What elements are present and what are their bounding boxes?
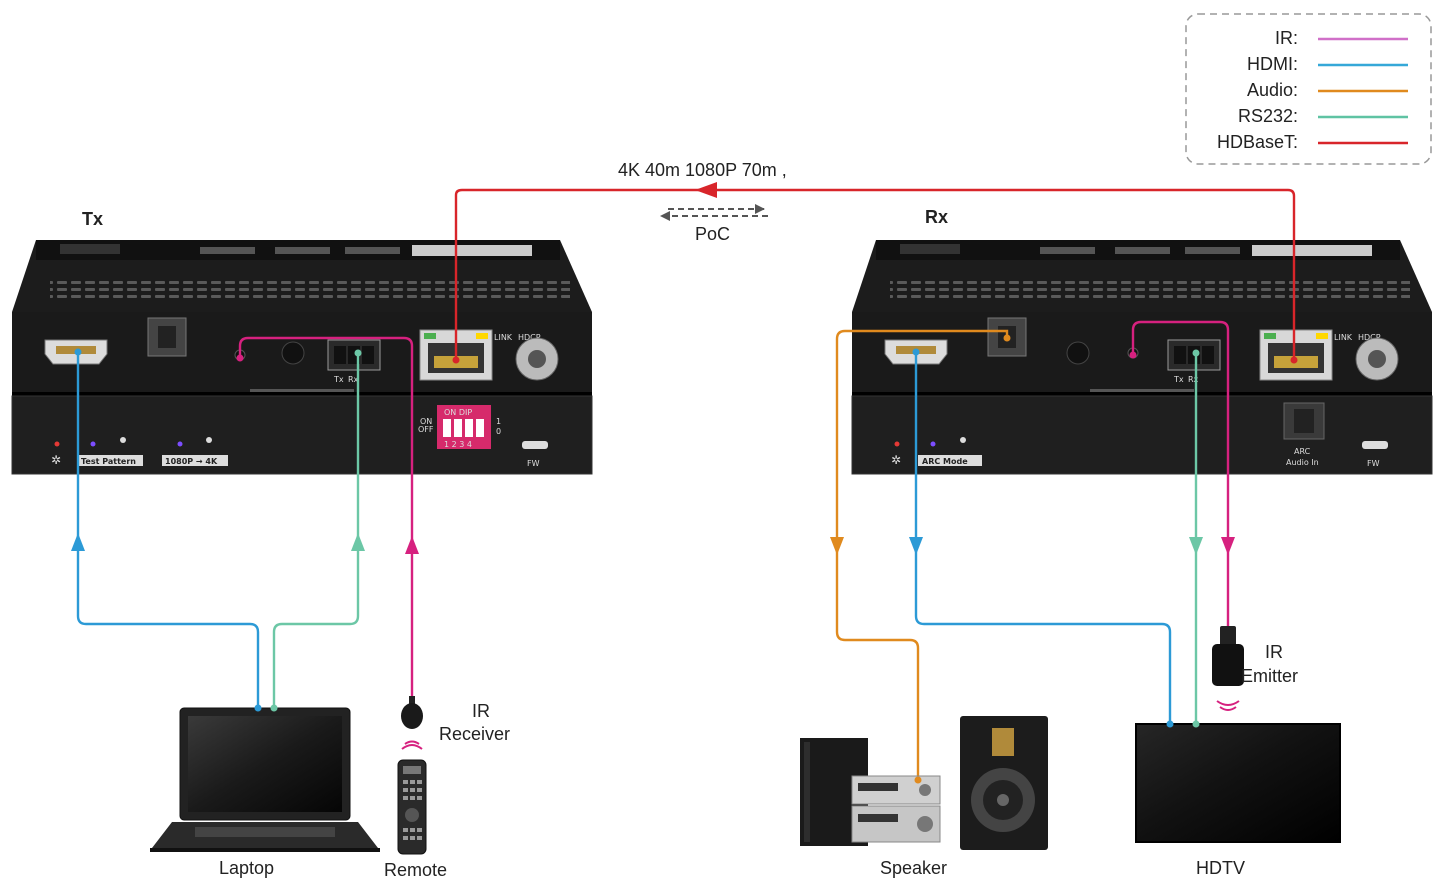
arc-label: ARC — [1294, 447, 1311, 456]
usb-port-icon — [522, 441, 548, 449]
arc-audio-in-label: Audio In — [1286, 458, 1319, 467]
distance-label: 4K 40m 1080P 70m , — [618, 160, 787, 180]
gear-icon: ✲ — [891, 453, 901, 467]
button-icon — [960, 437, 966, 443]
ir-out-jack-icon — [281, 341, 305, 365]
remote-label: Remote — [384, 860, 447, 880]
tx-link-label: LINK — [494, 333, 513, 342]
hdbaset-arrow-icon — [695, 182, 717, 198]
dip-switch-icon[interactable] — [437, 405, 491, 449]
power-connector-icon — [515, 337, 559, 381]
legend-box — [1185, 13, 1432, 165]
ir-receiver-label-1: IR — [472, 701, 490, 721]
hdtv-icon — [1135, 720, 1341, 843]
ir-jack-icon — [1066, 341, 1090, 365]
rx-link-label: LINK — [1334, 333, 1353, 342]
arc-mode-button[interactable] — [918, 455, 982, 466]
tx-ir-cable — [238, 336, 414, 700]
legend-label: IR: — [1275, 28, 1298, 48]
laptop-label: Laptop — [219, 858, 274, 878]
tx-port-rx-label: Rx — [348, 375, 359, 384]
arrow-up-icon — [405, 536, 419, 554]
tx-port-tx-label: Tx — [333, 375, 344, 384]
arc-optical-port-icon — [1283, 402, 1325, 440]
arrow-down-icon — [1189, 537, 1203, 555]
speaker-system-icon — [800, 716, 1048, 850]
gear-icon: ✲ — [51, 453, 61, 467]
ir-receiver-icon — [401, 696, 423, 729]
rx-port-rx-label: Rx — [1188, 375, 1199, 384]
poc-label: PoC — [695, 224, 730, 244]
status-led-icon — [177, 441, 183, 447]
dip-side-0-label: 0 — [496, 427, 501, 436]
ir-emitter-icon — [1212, 626, 1244, 686]
hdbaset-cable — [454, 188, 1296, 360]
tx-fw-label: FW — [527, 459, 540, 468]
scale-button[interactable] — [162, 455, 228, 466]
legend-label: HDMI: — [1247, 54, 1298, 74]
power-led-icon — [54, 441, 60, 447]
wireless-signal-icon — [401, 740, 423, 750]
hdbaset-rj45-port-icon — [419, 329, 493, 381]
tx-hdcp-label: HDCP — [518, 333, 541, 342]
tx-rs232-cable — [272, 353, 360, 708]
rx-fw-label: FW — [1367, 459, 1380, 468]
arrow-down-icon — [909, 537, 923, 555]
button-icon — [206, 437, 212, 443]
cables — [71, 182, 1296, 780]
arrow-down-icon — [830, 537, 844, 555]
rx-hdcp-label: HDCP — [1358, 333, 1381, 342]
rx-extender: Tx Rx LINK HDCP ✲ ARC Mode ARC Audio In … — [851, 240, 1433, 475]
dip-numbers-label: 1 2 3 4 — [444, 440, 472, 449]
legend: IR: HDMI: Audio: RS232: HDBaseT: — [1185, 13, 1432, 165]
test-pattern-label: Test Pattern — [81, 457, 136, 466]
wireless-signal-icon — [1216, 700, 1240, 711]
rx-hdmi-cable — [914, 352, 1172, 722]
optical-audio-port-icon — [147, 317, 187, 357]
speaker-label: Speaker — [880, 858, 947, 878]
tx-extender: Tx Rx LINK HDCP ✲ Test Pattern 1080P → 4… — [11, 240, 593, 475]
power-connector-icon — [1355, 337, 1399, 381]
legend-label: Audio: — [1247, 80, 1298, 100]
ir-receiver-label-2: Receiver — [439, 724, 510, 744]
dip-off-label: OFF — [418, 425, 434, 434]
rx-port-tx-label: Tx — [1173, 375, 1184, 384]
ir-emitter-label-1: IR — [1265, 642, 1283, 662]
scale-label: 1080P → 4K — [165, 457, 218, 466]
arrow-up-icon — [71, 533, 85, 551]
tx-title: Tx — [82, 209, 103, 229]
usb-port-icon — [1362, 441, 1388, 449]
rx-title: Rx — [925, 207, 948, 227]
remote-control-icon — [397, 759, 427, 855]
hdtv-label: HDTV — [1196, 858, 1245, 878]
status-led-icon — [90, 441, 96, 447]
rx-ir-cable — [1131, 320, 1230, 628]
legend-label: HDBaseT: — [1217, 132, 1298, 152]
dip-side-1-label: 1 — [496, 417, 501, 426]
power-led-icon — [894, 441, 900, 447]
legend-label: RS232: — [1238, 106, 1298, 126]
ir-emitter-label-2: Emitter — [1241, 666, 1298, 686]
dip-header-label: ON DIP — [444, 408, 472, 417]
poc-arrows-icon — [660, 204, 770, 221]
arrow-down-icon — [1221, 537, 1235, 555]
test-pattern-button[interactable] — [78, 455, 143, 466]
rs232-terminal-icon — [327, 339, 381, 371]
laptop-icon — [150, 704, 380, 852]
status-led-icon — [930, 441, 936, 447]
arc-mode-label: ARC Mode — [922, 457, 968, 466]
arrow-up-icon — [351, 533, 365, 551]
dip-on-label: ON — [420, 417, 432, 426]
tx-hdmi-cable — [76, 352, 260, 708]
rx-audio-cable — [835, 329, 1009, 780]
hdbaset-rj45-port-icon — [1259, 329, 1333, 381]
button-icon — [120, 437, 126, 443]
